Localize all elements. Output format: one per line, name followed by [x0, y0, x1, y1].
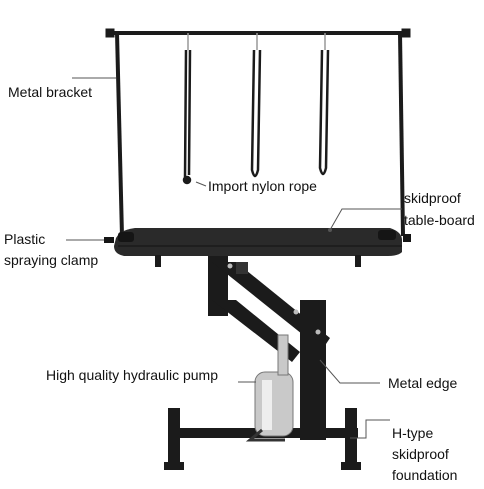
nylon-rope-label: Import nylon rope — [208, 178, 317, 194]
skidproof-board-label-line2: table-board — [404, 212, 475, 228]
foundation-label-line3: foundation — [392, 467, 458, 483]
leader-lines — [66, 77, 402, 439]
metal-bracket-label: Metal bracket — [8, 84, 93, 100]
nylon-ropes — [182, 33, 330, 185]
metal-edge-label: Metal edge — [388, 375, 458, 391]
foundation-label-line1: H-type — [392, 425, 434, 441]
foundation-label-line2: skidproof — [392, 446, 449, 462]
hydraulic-pump-label: High quality hydraulic pump — [46, 367, 218, 383]
skidproof-board-label-line1: skidproof — [404, 190, 461, 206]
lift-frame — [164, 256, 361, 470]
table-board — [104, 228, 411, 267]
plastic-clamp-label-line1: Plastic — [4, 231, 46, 247]
plastic-clamp-label-line2: spraying clamp — [4, 252, 99, 268]
metal-bracket-frame — [105, 28, 411, 237]
hydraulic-pump — [245, 334, 294, 442]
